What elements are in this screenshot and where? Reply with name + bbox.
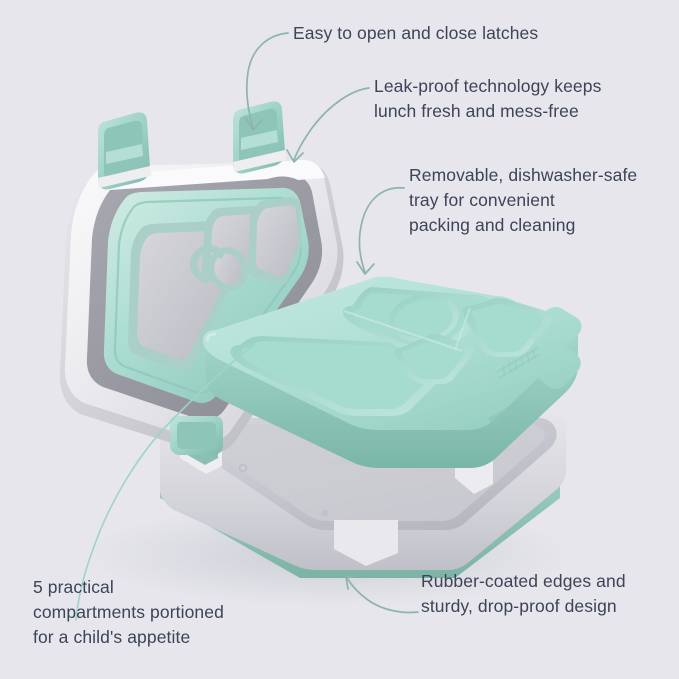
tray-grip-tab[interactable] — [524, 319, 552, 344]
latch-left-bar — [106, 144, 143, 164]
seal-pad-right — [256, 205, 298, 277]
base-mould-dot-inner — [240, 465, 246, 471]
callout-rubber-edges: Rubber-coated edges and sturdy, drop-pro… — [421, 571, 626, 616]
tray-compartment-round-floor — [395, 299, 453, 339]
latch-front[interactable] — [170, 416, 223, 455]
tray-divider-highlight — [454, 307, 471, 351]
lid-seal-pads — [128, 197, 303, 371]
tray-compartment-side-floor — [471, 303, 543, 352]
tray[interactable] — [202, 276, 582, 468]
callout-latches: Easy to open and close latches — [293, 23, 539, 43]
callout-removable-tray: Removable, dishwasher-safe tray for conv… — [409, 165, 638, 235]
latch-right[interactable] — [233, 101, 286, 174]
tray-rim-highlight — [206, 332, 217, 342]
base-mould-dot — [321, 509, 329, 517]
tray-divider-highlight — [343, 310, 463, 352]
latch-right-hinge — [233, 150, 286, 172]
base-latch-catch-front — [334, 520, 398, 566]
callout-compartments: 5 practical compartments portioned for a… — [33, 577, 224, 647]
base-rubber-rim — [160, 470, 560, 578]
callout-leak-proof: Leak-proof technology keeps lunch fresh … — [374, 76, 602, 121]
latch-front-inset — [177, 422, 216, 449]
seal-hook — [190, 244, 224, 284]
latch-left-hinge — [98, 166, 151, 188]
latch-right-bar — [241, 130, 278, 150]
latch-left[interactable] — [98, 112, 151, 190]
tray-embossed-logo — [496, 347, 541, 379]
tray-compartment-small-floor — [401, 339, 465, 379]
tray-front-notch — [488, 400, 524, 426]
tray-compartment-large-floor — [241, 341, 448, 409]
seal-pad-round — [214, 253, 242, 285]
